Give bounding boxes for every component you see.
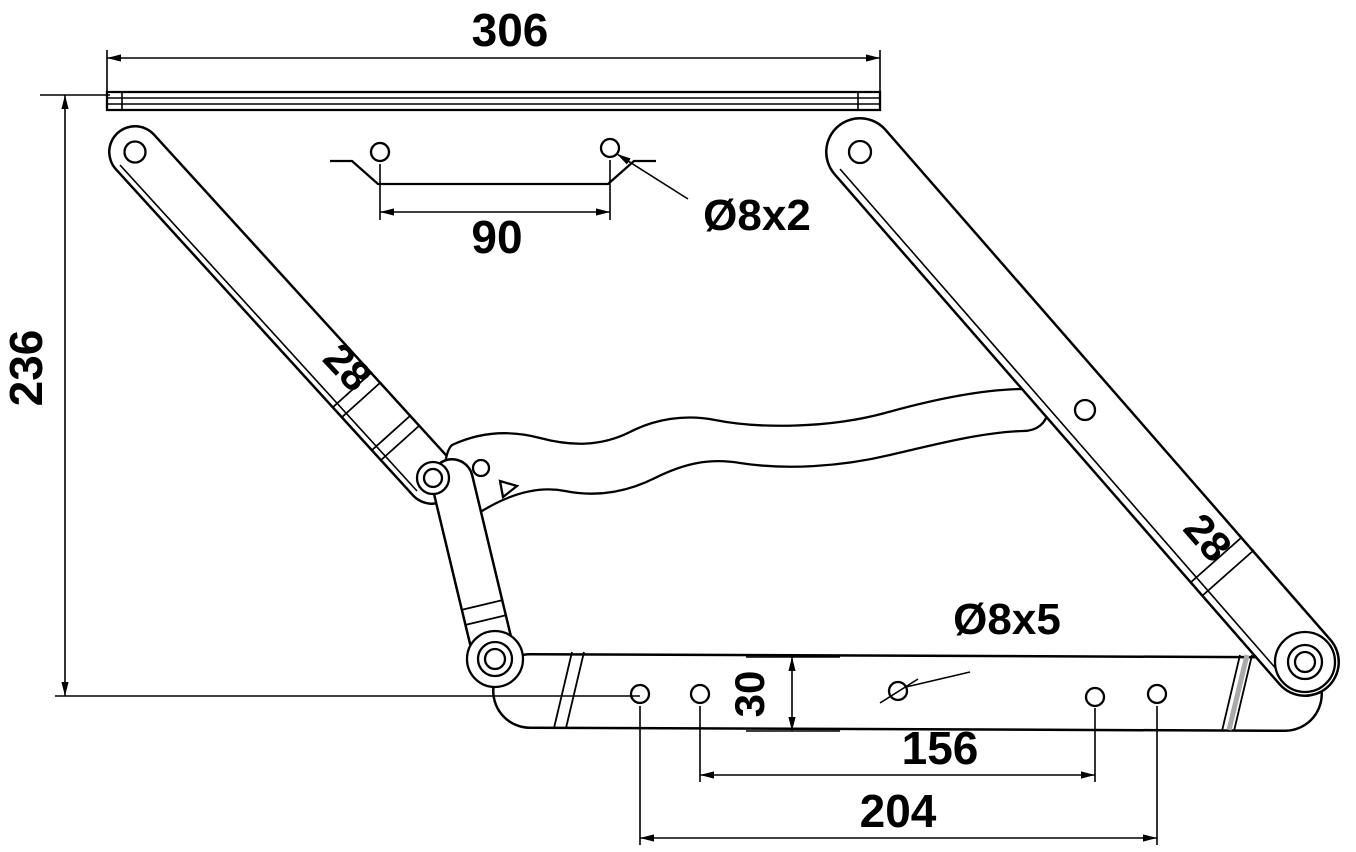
right-arm-hole [1073, 398, 1097, 422]
left-arm [108, 125, 459, 505]
dim-204: 204 [639, 706, 1158, 845]
bar-shading-line [1226, 654, 1250, 731]
dim-236: 236 [0, 94, 640, 697]
callout-top-holes: Ø8x2 [616, 153, 811, 240]
dim-156-label: 156 [902, 722, 979, 774]
center-joint-pin [422, 467, 444, 489]
bottom-hole-5 [1146, 683, 1168, 705]
dim-30: 30 [726, 656, 840, 732]
dim-306: 306 [106, 4, 881, 96]
dim-156: 156 [699, 706, 1096, 782]
right-arm-inner-line [839, 168, 1286, 680]
top-left-pivot-pin [123, 140, 147, 164]
top-plate-outline [105, 90, 882, 112]
dim-90-label: 90 [471, 211, 522, 263]
left-arm-fill [110, 127, 457, 503]
dim-306-label: 306 [472, 4, 549, 56]
top-right-pivot-pin [847, 139, 873, 165]
dim-236-label: 236 [0, 330, 52, 407]
dim-90: 90 [379, 160, 611, 263]
top-holes-spec-label: Ø8x2 [703, 191, 811, 240]
lower-link-hatch-marks [460, 599, 508, 626]
dim-204-label: 204 [860, 785, 937, 837]
top-mounting-plate [105, 90, 882, 112]
bottom-hole-4 [1084, 686, 1106, 708]
dim-156-extension-lines [699, 706, 1096, 782]
top-hole-left [369, 141, 391, 163]
pivots-and-holes [123, 137, 1337, 708]
bottom-hole-2 [689, 683, 711, 705]
dim-30-label: 30 [726, 671, 773, 718]
right-arm-hatch-marks [1189, 536, 1255, 597]
left-arm-inner-line [119, 164, 418, 492]
top-bracket-notch [330, 159, 656, 186]
top-plate-end-ticks [121, 92, 859, 110]
bottom-hole-1 [629, 683, 651, 705]
lower-link-fill [432, 460, 515, 679]
lower-left-link [430, 458, 517, 681]
dim-306-extension-lines [106, 50, 881, 96]
dim-236-extension-lines [40, 94, 640, 697]
center-joint-tab [498, 479, 520, 500]
bottom-holes-leader-line [905, 671, 971, 688]
top-holes-leader-line [616, 153, 689, 200]
top-hole-right [599, 137, 621, 159]
center-link [442, 387, 1050, 517]
bottom-right-pivot-pin [1293, 650, 1317, 674]
left-arm-hatch-marks [331, 371, 421, 462]
bottom-left-pivot-pin [483, 647, 507, 671]
callout-bottom-holes: Ø8x5 [879, 595, 1061, 704]
dim-204-extension-lines [639, 706, 1158, 845]
center-link-pin [471, 458, 491, 478]
bottom-holes-spec-label: Ø8x5 [953, 595, 1061, 644]
bottom-hole-slash [879, 678, 919, 704]
bar-end-marks [553, 651, 1253, 732]
